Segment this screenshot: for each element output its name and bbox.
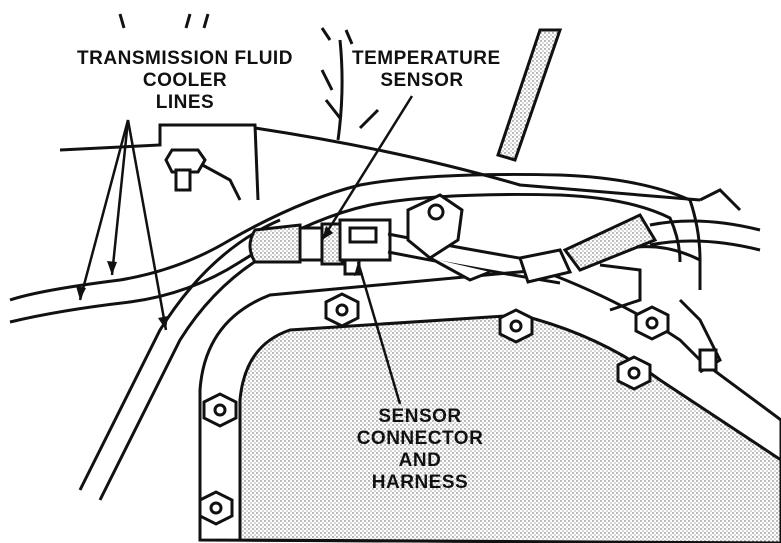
sensor-connector-label-line-4: HARNESS (371, 472, 469, 493)
temperature-sensor-label: TEMPERATURE SENSOR (352, 48, 501, 92)
background-struts (118, 13, 380, 141)
cooler-lines-label: TRANSMISSION FLUID COOLER LINES (60, 48, 310, 114)
wire-harness (387, 213, 761, 285)
linkage-bracket (406, 193, 491, 282)
pan-bolt (634, 305, 670, 341)
pan-bolt (324, 292, 360, 328)
cooler-lines-label-line-1: TRANSMISSION FLUID (77, 48, 293, 69)
sensor-connector-label-line-2: CONNECTOR (356, 428, 484, 449)
cooler-lines-label-line-3: LINES (155, 92, 215, 113)
pan-bolts (198, 292, 670, 526)
temperature-sensor-label-line-1: TEMPERATURE (352, 48, 501, 69)
sensor-connector-label: SENSOR CONNECTOR AND HARNESS (345, 406, 495, 494)
temperature-sensor-label-line-2: SENSOR (380, 70, 464, 91)
bracket-strut (496, 28, 563, 162)
cooler-lines-label-line-2: COOLER (142, 70, 228, 91)
leader-arrowheads (76, 226, 363, 330)
sensor-connector-label-line-3: AND (398, 450, 442, 471)
frame-outline (59, 123, 742, 212)
sensor-connector-label-line-1: SENSOR (378, 406, 462, 427)
pan-bolt (498, 308, 534, 344)
pan-bolt (202, 392, 238, 428)
pan-bolt (616, 355, 652, 391)
sensor-connector (338, 218, 392, 276)
bracket-bolt (164, 148, 207, 192)
temperature-sensor (248, 222, 344, 266)
pan-bolt (198, 490, 234, 526)
leader-lines (78, 95, 414, 405)
